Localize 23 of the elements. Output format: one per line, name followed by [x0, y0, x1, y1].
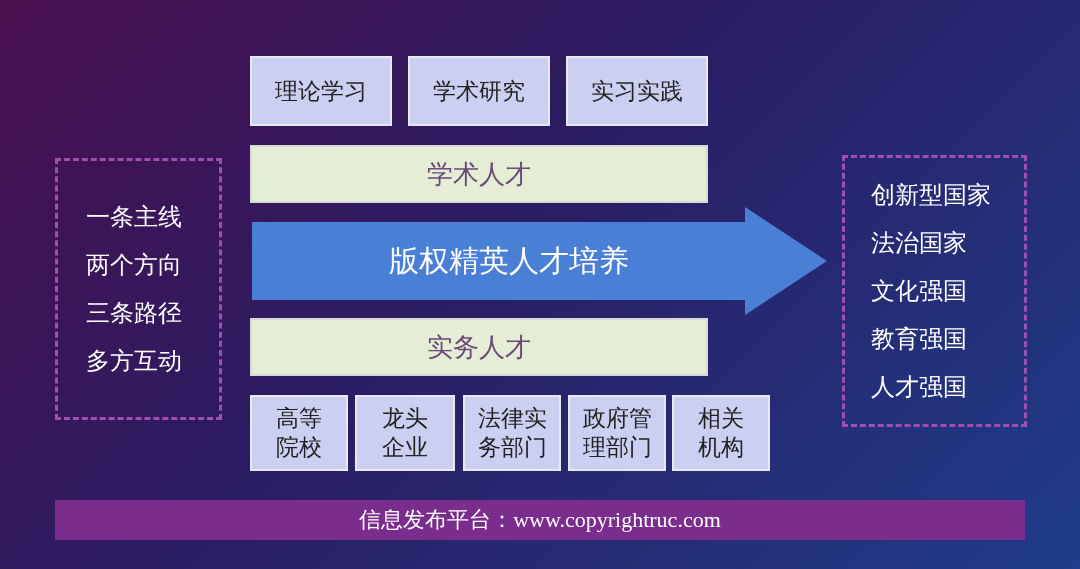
- list-item: 创新型国家: [871, 180, 992, 211]
- footer-banner: 信息发布平台：www.copyrightruc.com: [55, 500, 1025, 540]
- text-box: 学术研究: [408, 56, 550, 126]
- text-box: 高等院校: [250, 395, 348, 471]
- text-box: 理论学习: [250, 56, 392, 126]
- dashed-panel: [55, 158, 222, 420]
- text-band: 学术人才: [250, 145, 708, 203]
- dashed-panel: [842, 155, 1027, 427]
- text-box: 法律实务部门: [463, 395, 561, 471]
- text-band: 实务人才: [250, 318, 708, 376]
- list-item: 多方互动: [86, 346, 183, 377]
- text-box: 龙头企业: [355, 395, 455, 471]
- list-item: 人才强国: [871, 372, 968, 403]
- text-box: 实习实践: [566, 56, 708, 126]
- text-box: 政府管理部门: [568, 395, 666, 471]
- list-item: 教育强国: [871, 324, 968, 355]
- list-item: 一条主线: [86, 202, 183, 233]
- list-item: 法治国家: [871, 228, 968, 259]
- text-box: 相关机构: [672, 395, 770, 471]
- list-item: 三条路径: [86, 298, 183, 329]
- list-item: 两个方向: [86, 250, 183, 281]
- banner-title: 版权精英人才培养: [387, 242, 630, 280]
- list-item: 文化强国: [871, 276, 968, 307]
